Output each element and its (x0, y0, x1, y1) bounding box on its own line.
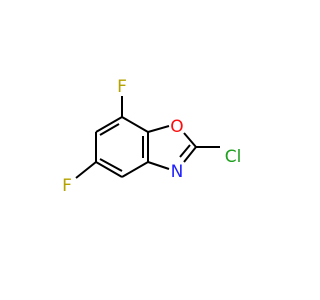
bond-c5-c4-inner (99, 158, 123, 172)
atom-n: N (171, 162, 184, 182)
atom-cl: Cl (225, 147, 242, 167)
bond-c2-n (183, 146, 197, 163)
atom-f-top: F (117, 77, 127, 97)
atom-o: O (170, 117, 183, 137)
bond-c5-c4 (95, 161, 123, 178)
bond-c4-c3a (121, 161, 149, 178)
bond-o-c2 (183, 132, 197, 148)
bond-c2-n-inner (179, 144, 191, 158)
molecule-structure: F O Cl N F (62, 77, 241, 196)
bond-c5-f (75, 161, 97, 179)
bond-n-c3a (147, 161, 170, 170)
molecule-canvas: F O Cl N F (62, 77, 242, 196)
bond-c7a-o (147, 125, 170, 133)
bond-c7a-c7 (121, 116, 149, 133)
atom-labels: F O Cl N F (62, 77, 241, 196)
bonds (75, 96, 220, 179)
atom-f-bottom: F (62, 176, 72, 196)
bond-c7-c6 (95, 116, 123, 133)
bond-c7-c6-inner (99, 123, 120, 136)
